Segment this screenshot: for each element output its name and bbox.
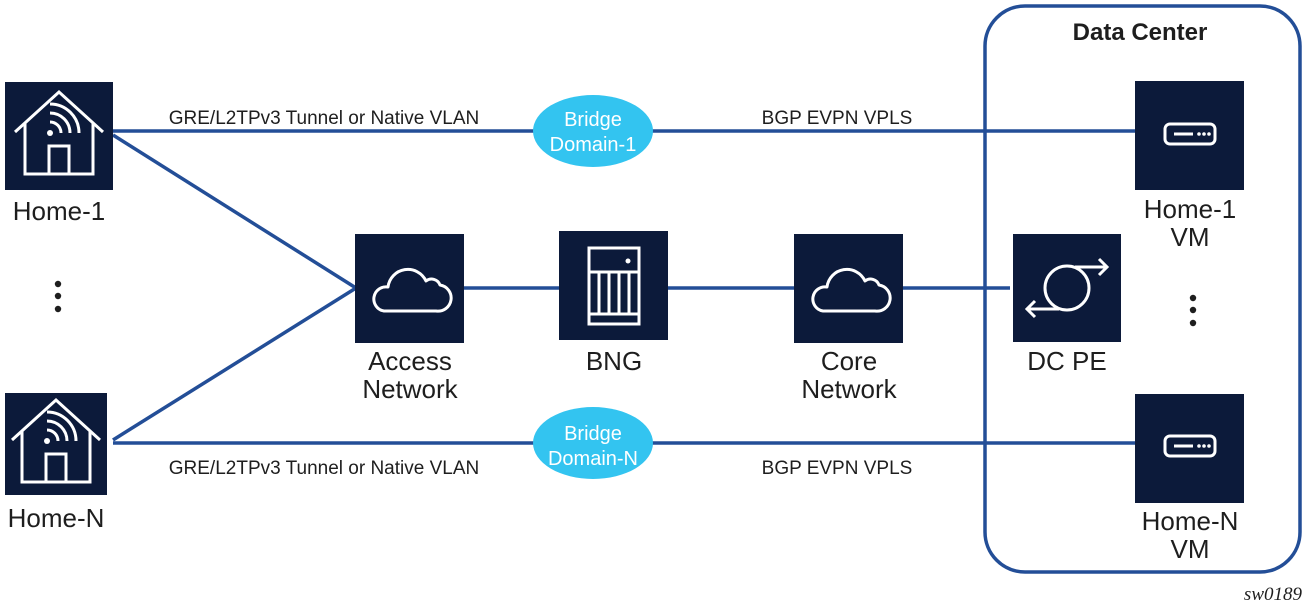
node-dc-pe: DC PE [1013,234,1121,376]
access-network-label-1: Access [368,346,452,376]
dc-pe-label: DC PE [1027,346,1106,376]
home-1-vm-label-2: VM [1171,222,1210,252]
home-n-label: Home-N [8,503,105,533]
top-evpn-label: BGP EVPN VPLS [762,108,913,129]
bottom-evpn-label: BGP EVPN VPLS [762,458,913,479]
home-1-label: Home-1 [13,196,105,226]
bridge-domain-1-line1: Bridge [564,109,622,131]
ellipsis-left [54,280,62,313]
node-home-1: Home-1 [5,82,113,226]
node-home-n: Home-N [5,393,107,533]
link-homeN-access [112,286,357,442]
link-home1-access [112,133,357,290]
top-tunnel-label: GRE/L2TPv3 Tunnel or Native VLAN [169,108,479,129]
bridge-domain-1-line2: Domain-1 [550,134,637,156]
node-access-network: Access Network [355,234,464,404]
data-center-title: Data Center [1073,19,1208,46]
home-n-vm-label-1: Home-N [1142,506,1239,536]
bridge-domain-1: Bridge Domain-1 [533,95,653,167]
core-network-label-2: Network [801,374,897,404]
node-bng: BNG [559,231,668,376]
node-home-1-vm: Home-1 VM [1135,81,1244,252]
home-1-vm-label-1: Home-1 [1144,194,1236,224]
home-n-vm-label-2: VM [1171,534,1210,564]
bridge-domain-n-line1: Bridge [564,423,622,445]
bottom-tunnel-label: GRE/L2TPv3 Tunnel or Native VLAN [169,458,479,479]
core-network-label-1: Core [821,346,877,376]
bng-label: BNG [586,346,642,376]
bridge-domain-n-line2: Domain-N [548,448,638,470]
node-core-network: Core Network [794,234,903,404]
bridge-domain-n: Bridge Domain-N [533,407,653,479]
ellipsis-right [1189,294,1197,327]
figure-id: sw0189 [1244,584,1303,605]
node-home-n-vm: Home-N VM [1135,394,1244,564]
access-network-label-2: Network [362,374,458,404]
